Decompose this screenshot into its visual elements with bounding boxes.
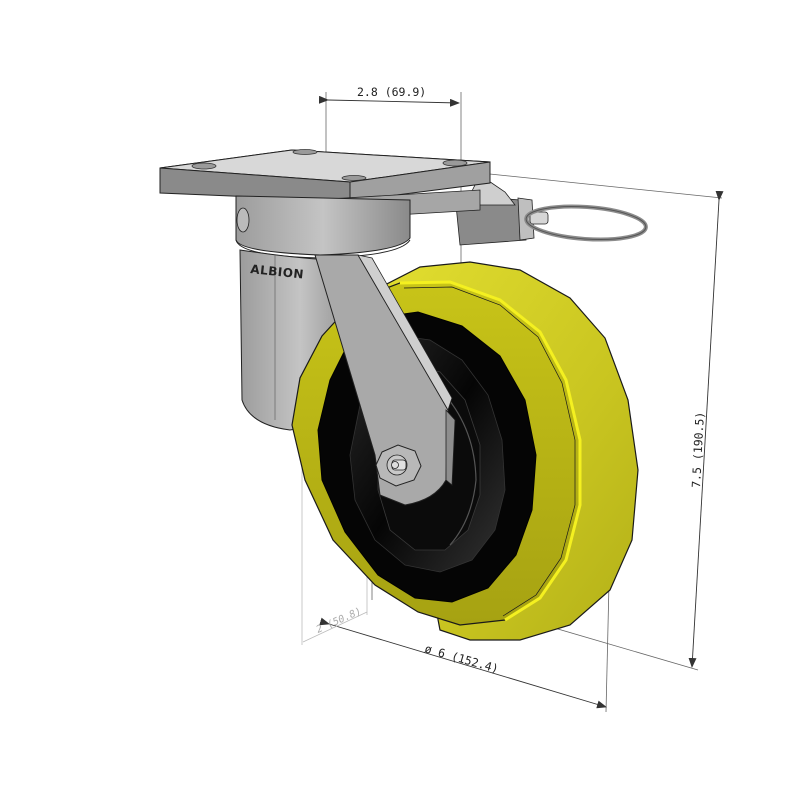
swivel-lock-assembly (454, 174, 648, 246)
dimension-label-wheel-width: 2 (50.8) (315, 606, 363, 636)
axle-nut (375, 444, 422, 487)
mounting-hole (341, 175, 367, 181)
dimension-plate-hole-spacing: 2.8 (69.9) (318, 85, 460, 107)
dimension-label-plate-spacing: 2.8 (69.9) (357, 85, 426, 99)
dimension-overall-height: 7.5 (190.5) (688, 190, 724, 668)
mounting-hole (191, 162, 217, 170)
brand-mark: ALBION (250, 262, 305, 282)
mounting-hole (292, 149, 318, 155)
mounting-hole (442, 159, 468, 167)
dimension-label-wheel-diameter: ø 6 (152.4) (423, 641, 500, 675)
dimension-label-overall-height: 7.5 (190.5) (689, 411, 707, 488)
fork-leg (314, 254, 456, 506)
dimension-wheel-width: 2 (50.8) (302, 606, 368, 643)
top-mounting-plate (159, 149, 491, 221)
